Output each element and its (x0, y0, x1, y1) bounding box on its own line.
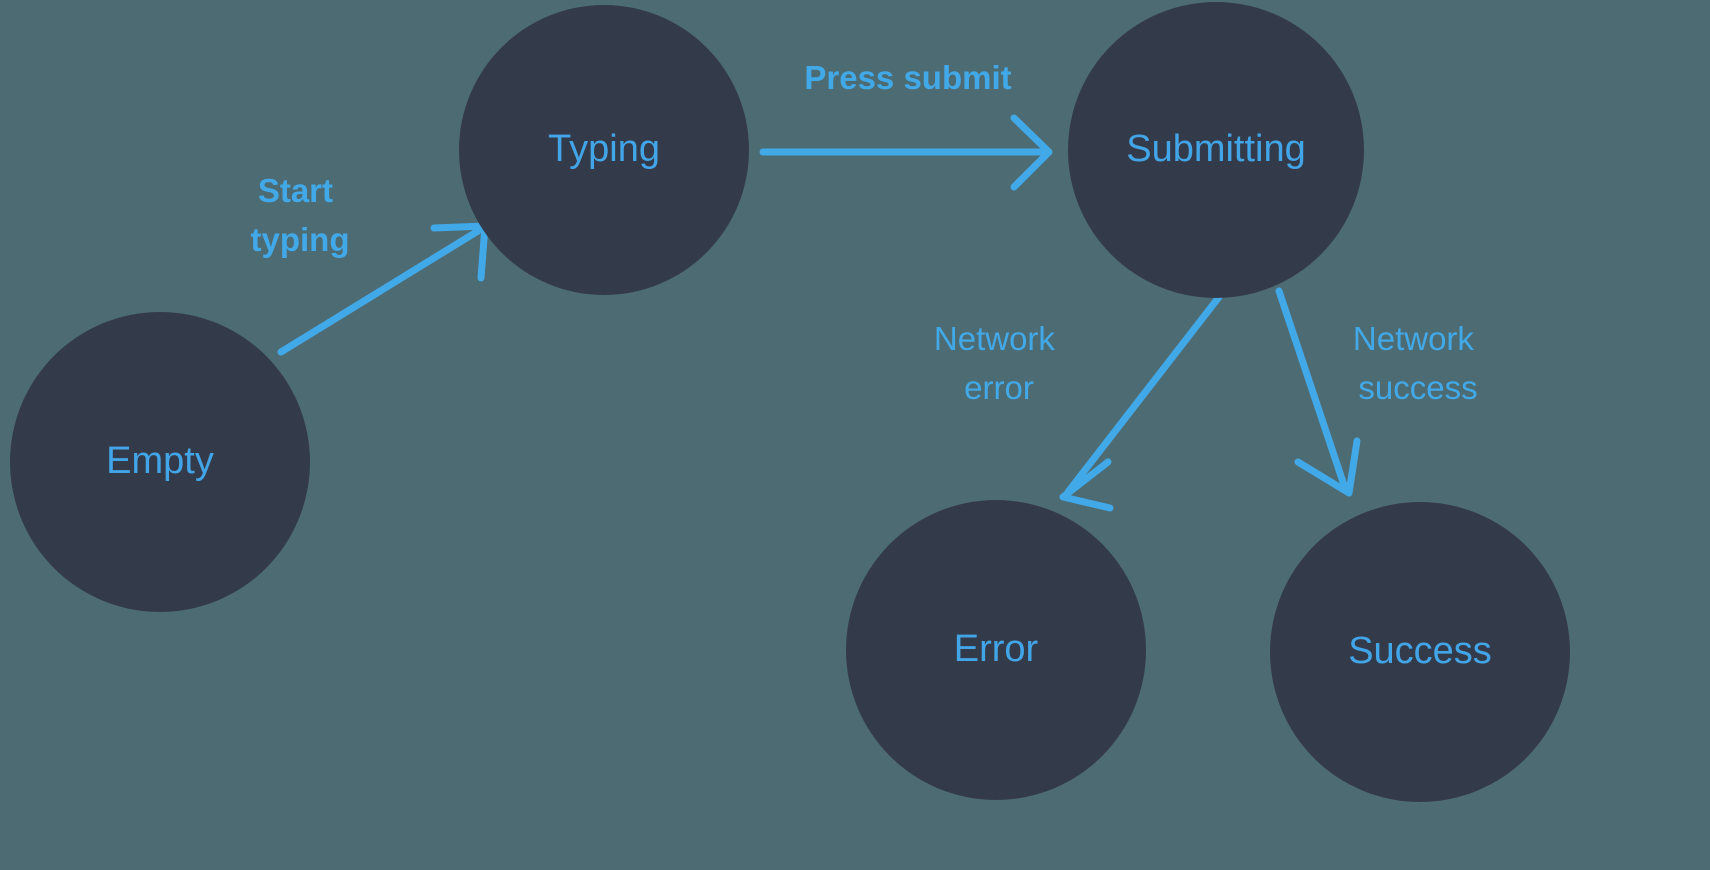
label-line: typing (251, 221, 350, 258)
transition-start-typing-label: Start typing (251, 172, 350, 258)
transition-press-submit-arrowhead (1010, 114, 1053, 191)
state-error-circle (846, 500, 1146, 800)
state-empty-label: Empty (106, 440, 214, 482)
transition-start-typing-line (277, 227, 482, 356)
state-node-typing[interactable]: Typing (459, 5, 749, 295)
transition-network-error[interactable]: Network error (934, 293, 1223, 512)
transition-press-submit-label: Press submit (804, 59, 1011, 96)
transition-network-error-label: Network error (934, 320, 1064, 406)
state-node-empty[interactable]: Empty (10, 312, 310, 612)
transition-press-submit[interactable]: Press submit (759, 59, 1053, 191)
label-line: error (964, 369, 1034, 406)
transition-network-success-label: Network success (1353, 320, 1483, 406)
state-success-circle (1270, 502, 1570, 802)
label-line: success (1358, 369, 1477, 406)
label-line: Start (258, 172, 333, 209)
label-line: Network (934, 320, 1056, 357)
label-line: Network (1353, 320, 1475, 357)
state-typing-circle (459, 5, 749, 295)
label-line: Press submit (804, 59, 1011, 96)
state-node-submitting[interactable]: Submitting (1068, 2, 1364, 298)
state-node-success[interactable]: Success (1270, 502, 1570, 802)
state-typing-label: Typing (548, 128, 660, 170)
state-success-label: Success (1348, 630, 1492, 672)
state-empty-circle (10, 312, 310, 612)
transition-network-error-arrowhead (1059, 458, 1114, 512)
transition-network-error-line (1064, 293, 1223, 496)
state-node-error[interactable]: Error (846, 500, 1146, 800)
transition-network-success[interactable]: Network success (1275, 287, 1483, 497)
state-submitting-circle (1068, 2, 1364, 298)
transition-network-success-arrowhead (1294, 437, 1361, 497)
state-error-label: Error (954, 628, 1039, 670)
state-submitting-label: Submitting (1126, 128, 1306, 170)
transition-network-success-line (1275, 287, 1349, 492)
